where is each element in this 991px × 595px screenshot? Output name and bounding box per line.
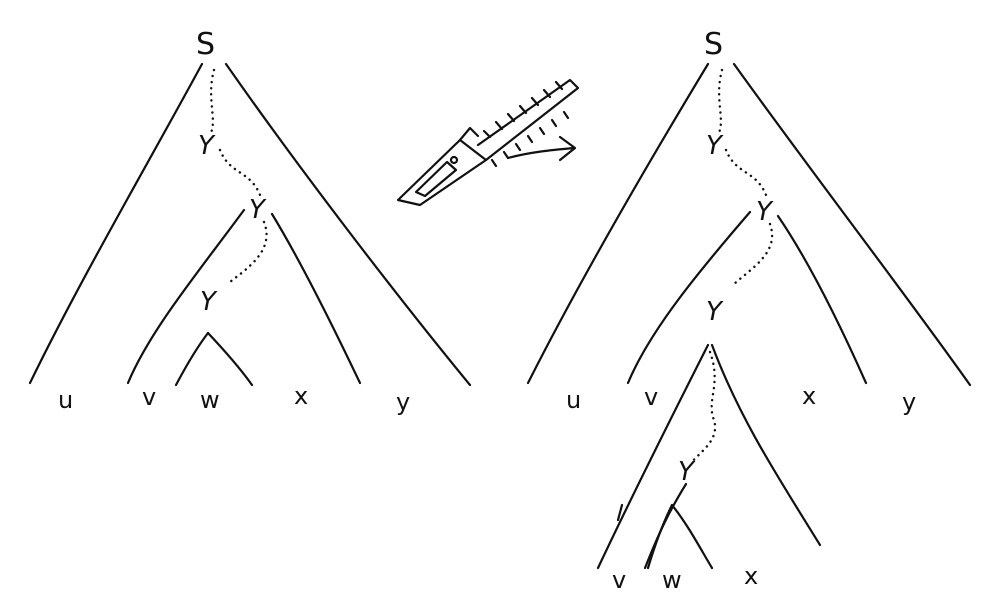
right-leaf-y: y xyxy=(902,388,916,416)
right-dotted-path-2 xyxy=(724,148,768,197)
right-outer-edge-right xyxy=(732,62,972,387)
right-dotted-path-3 xyxy=(732,222,774,286)
right-pumped-tick xyxy=(616,503,624,522)
chainsaw-icon xyxy=(396,78,580,207)
right-leaf-x: x xyxy=(802,382,816,410)
right-middle-y: Y xyxy=(756,197,774,227)
right-pumped-y: Y xyxy=(678,457,696,487)
chainsaw-body xyxy=(396,138,488,207)
left-dotted-path-1 xyxy=(208,68,216,137)
right-tree: S Y Y Y Y u v x y v w x xyxy=(526,27,972,594)
right-dotted-path-1 xyxy=(716,68,724,137)
right-upper-y: Y xyxy=(706,131,724,161)
right-outer-edge-left xyxy=(526,62,710,385)
right-pumped-leaf-v: v xyxy=(612,566,626,594)
right-inner-edge-right xyxy=(670,503,714,570)
right-mid-edge-right xyxy=(776,214,868,385)
chainsaw-handle-window xyxy=(414,160,458,198)
left-dotted-path-3 xyxy=(228,220,268,284)
chainsaw-teeth-bottom xyxy=(490,110,570,168)
right-pumped-leaf-w: w xyxy=(662,566,682,594)
left-dotted-path-2 xyxy=(218,148,262,197)
arrow-shaft xyxy=(506,146,576,160)
right-leaf-u: u xyxy=(566,386,581,414)
left-leaf-w: w xyxy=(200,386,220,414)
right-dotted-path-4 xyxy=(690,350,717,464)
chainsaw-blade xyxy=(476,78,580,162)
left-inner-edge-right xyxy=(206,331,254,387)
chainsaw-teeth-top xyxy=(482,80,564,139)
left-inner-edge-left xyxy=(174,331,210,387)
arrow-head xyxy=(558,135,577,162)
chainsaw-top-handle xyxy=(458,126,480,142)
right-leaf-v: v xyxy=(644,383,658,411)
left-upper-y: Y xyxy=(198,131,216,161)
chainsaw-dot xyxy=(449,155,459,165)
left-lower-y: Y xyxy=(200,287,218,317)
left-tree: S Y Y Y u v w x y xyxy=(28,27,472,416)
left-leaf-x: x xyxy=(294,382,308,410)
right-pumped-edge-right xyxy=(710,343,822,547)
right-inner-edge-left xyxy=(646,503,674,570)
right-root-s: S xyxy=(704,27,723,62)
right-pumped-edge-left xyxy=(596,343,710,570)
left-mid-edge-right xyxy=(270,212,362,385)
left-outer-edge-right xyxy=(224,62,472,387)
left-leaf-v: v xyxy=(142,383,156,411)
right-lower-y: Y xyxy=(706,297,724,327)
left-leaf-u: u xyxy=(58,386,73,414)
left-middle-y: Y xyxy=(249,195,267,225)
right-mid-edge-left xyxy=(626,210,752,385)
left-leaf-y: y xyxy=(396,388,410,416)
right-pumped-leaf-x: x xyxy=(744,562,758,590)
arrow-right-icon xyxy=(506,135,577,162)
left-root-s: S xyxy=(196,27,215,62)
left-mid-edge-left xyxy=(126,208,246,385)
left-outer-edge-left xyxy=(28,62,204,385)
